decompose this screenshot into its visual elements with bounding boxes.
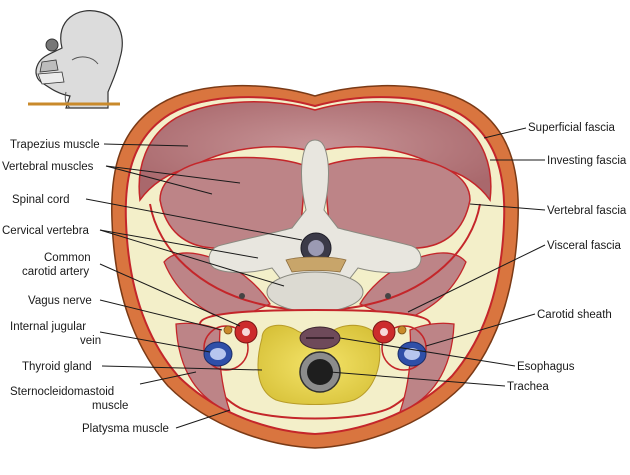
- label-common-carotid-line1: Common: [44, 252, 91, 264]
- esophagus-shape: [299, 326, 341, 350]
- label-cervical-vertebra: Cervical vertebra: [2, 225, 90, 237]
- right-labels: Superficial fascia Investing fascia Vert…: [507, 122, 627, 393]
- nerve-root-right: [385, 293, 391, 299]
- label-trapezius: Trapezius muscle: [10, 139, 100, 151]
- skull-orientation-icon: [28, 10, 123, 109]
- label-ijv-line2: vein: [80, 335, 101, 347]
- label-vertebral-fascia: Vertebral fascia: [547, 205, 627, 217]
- nerve-root-left: [239, 293, 245, 299]
- label-scm-line1: Sternocleidomastoid: [10, 386, 114, 398]
- label-thyroid-gland: Thyroid gland: [22, 361, 92, 373]
- label-trachea: Trachea: [507, 381, 549, 393]
- label-carotid-sheath: Carotid sheath: [537, 309, 612, 321]
- label-platysma: Platysma muscle: [82, 423, 169, 435]
- label-visceral-fascia: Visceral fascia: [547, 240, 622, 252]
- left-labels: Trapezius muscle Vertebral muscles Spina…: [2, 139, 169, 435]
- label-scm-line2: muscle: [92, 400, 128, 412]
- label-esophagus: Esophagus: [517, 361, 575, 373]
- label-investing-fascia: Investing fascia: [547, 155, 627, 167]
- cervical-vertebra-shape: [208, 139, 422, 313]
- label-vertebral-muscles: Vertebral muscles: [2, 161, 94, 173]
- leader-lines: [85, 127, 546, 429]
- label-spinal-cord: Spinal cord: [12, 194, 70, 206]
- trachea-shape: [299, 351, 341, 393]
- label-vagus-nerve: Vagus nerve: [28, 295, 92, 307]
- spinal-cord-shape: [285, 232, 347, 273]
- label-common-carotid-line2: carotid artery: [22, 266, 89, 278]
- label-superficial-fascia: Superficial fascia: [528, 122, 616, 134]
- carotid-sheath-left: [203, 320, 258, 371]
- neck-section: [111, 84, 519, 449]
- label-ijv-line1: Internal jugular: [10, 321, 86, 333]
